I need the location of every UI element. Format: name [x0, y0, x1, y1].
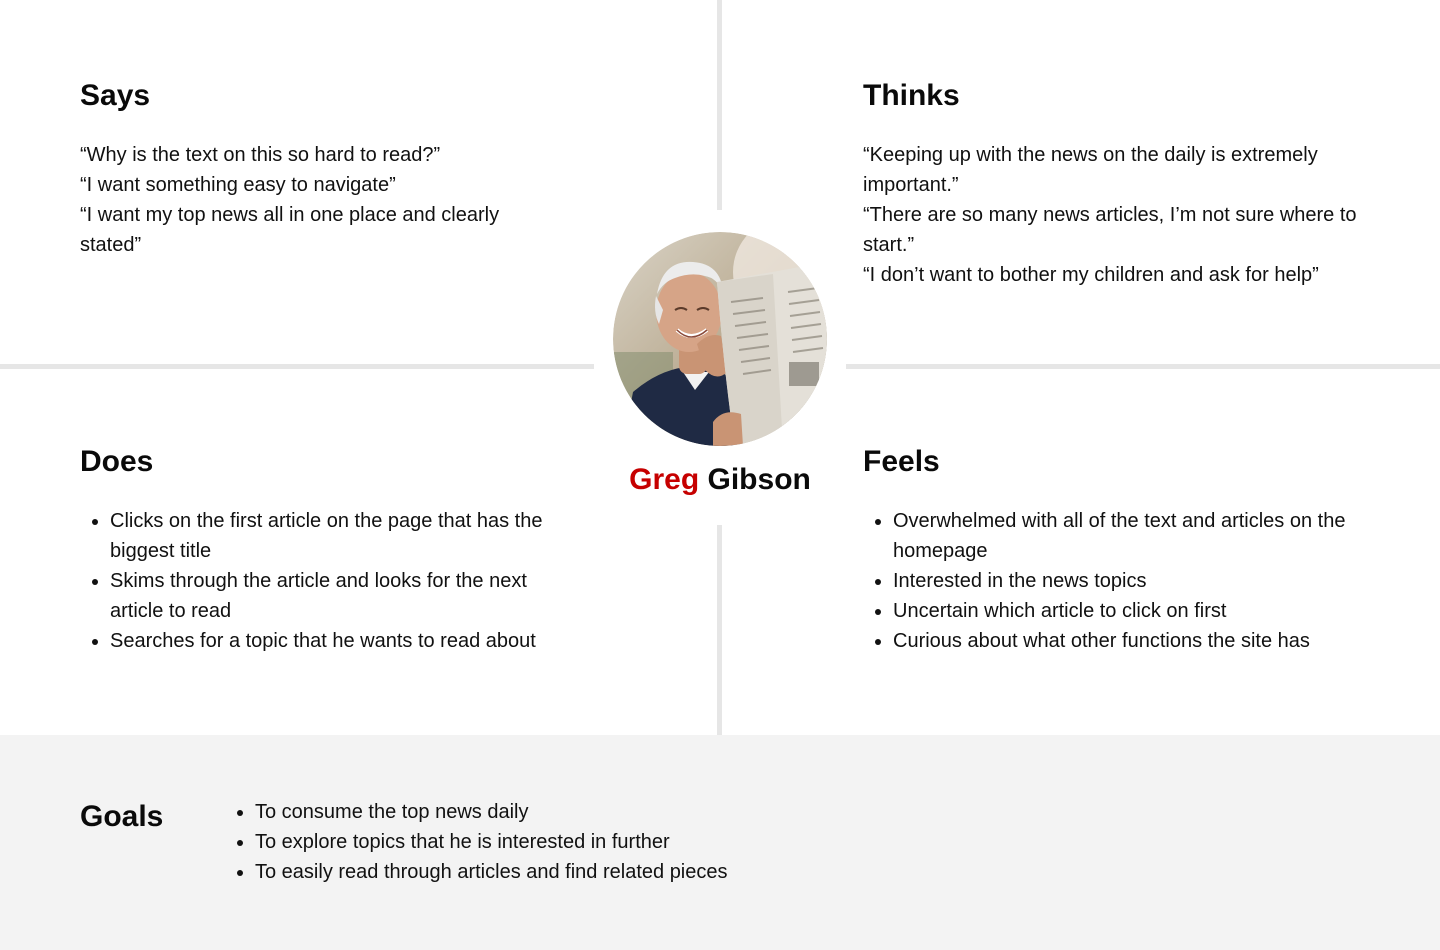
- goals-list: To consume the top news daily To explore…: [225, 797, 728, 887]
- feels-item: Interested in the news topics: [893, 566, 1363, 596]
- persona-name: Greg Gibson: [594, 462, 846, 498]
- vertical-divider-bottom: [717, 525, 722, 735]
- goals-title: Goals: [80, 800, 164, 833]
- says-quadrant: Says “Why is the text on this so hard to…: [80, 78, 550, 260]
- horizontal-divider-right: [846, 364, 1440, 369]
- persona-first-name: Greg: [629, 463, 700, 496]
- feels-item: Curious about what other functions the s…: [893, 626, 1363, 656]
- feels-list: Overwhelmed with all of the text and art…: [863, 506, 1363, 656]
- vertical-divider-top: [717, 0, 722, 210]
- does-title: Does: [80, 445, 154, 478]
- thinks-quote: “I don’t want to bother my children and …: [863, 264, 1319, 286]
- persona-card: Greg Gibson: [594, 232, 846, 498]
- does-item: Searches for a topic that he wants to re…: [110, 626, 580, 656]
- says-quote: “I want my top news all in one place and…: [80, 204, 500, 256]
- thinks-quotes: “Keeping up with the news on the daily i…: [863, 140, 1363, 290]
- goals-section: Goals To consume the top news daily To e…: [0, 735, 1440, 950]
- feels-item: Overwhelmed with all of the text and art…: [893, 506, 1363, 566]
- does-list: Clicks on the first article on the page …: [80, 506, 580, 656]
- goals-item: To consume the top news daily: [255, 797, 728, 827]
- feels-item: Uncertain which article to click on firs…: [893, 596, 1363, 626]
- does-quadrant: Does Clicks on the first article on the …: [80, 444, 580, 656]
- thinks-quote: “Keeping up with the news on the daily i…: [863, 144, 1318, 196]
- goals-item: To easily read through articles and find…: [255, 857, 728, 887]
- feels-quadrant: Feels Overwhelmed with all of the text a…: [863, 444, 1363, 656]
- persona-last-name: Gibson: [707, 463, 811, 496]
- does-item: Skims through the article and looks for …: [110, 566, 580, 626]
- thinks-quadrant: Thinks “Keeping up with the news on the …: [863, 78, 1363, 290]
- horizontal-divider-left: [0, 364, 594, 369]
- goals-item: To explore topics that he is interested …: [255, 827, 728, 857]
- says-quote: “Why is the text on this so hard to read…: [80, 144, 441, 166]
- says-quotes: “Why is the text on this so hard to read…: [80, 140, 550, 260]
- says-quote: “I want something easy to navigate”: [80, 174, 396, 196]
- says-title: Says: [80, 79, 151, 112]
- thinks-quote: “There are so many news articles, I’m no…: [863, 204, 1357, 256]
- feels-title: Feels: [863, 445, 940, 478]
- does-item: Clicks on the first article on the page …: [110, 506, 580, 566]
- thinks-title: Thinks: [863, 79, 960, 112]
- persona-avatar: [613, 232, 827, 446]
